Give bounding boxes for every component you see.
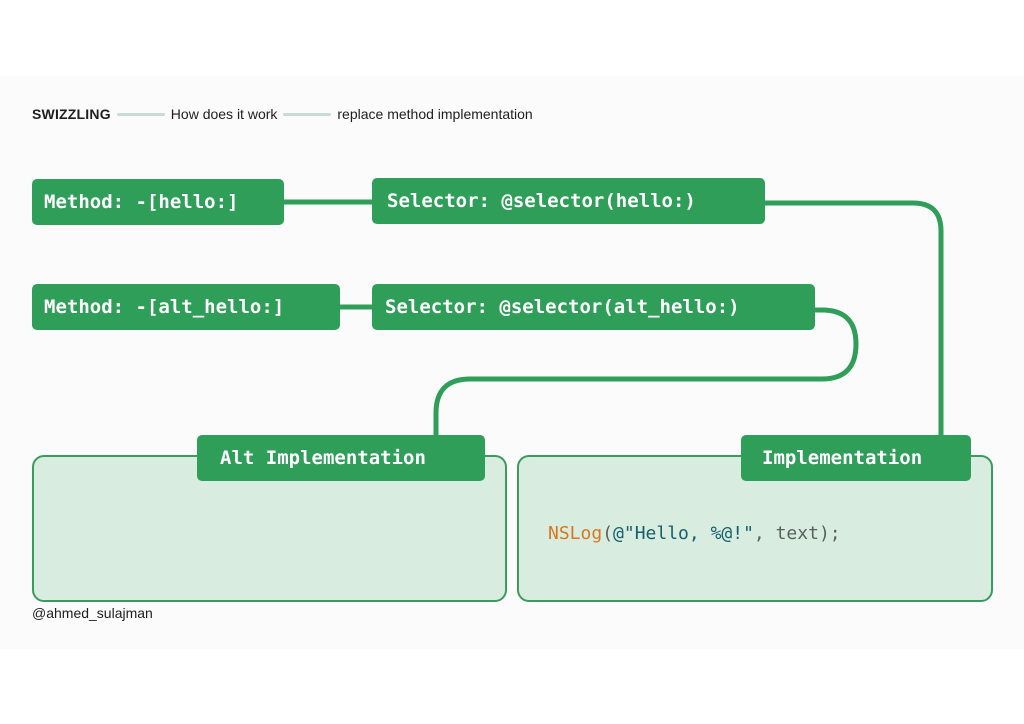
alt-implementation-node[interactable]: Alt Implementation (197, 435, 485, 481)
selector-alt-hello-node[interactable]: Selector: @selector(alt_hello:) (372, 284, 815, 330)
method-hello-node[interactable]: Method: -[hello:] (32, 179, 284, 225)
method-alt-hello-node[interactable]: Method: -[alt_hello:] (32, 284, 340, 330)
breadcrumb-separator (283, 112, 332, 116)
code-arguments: , text); (753, 523, 841, 544)
author-handle: @ahmed_sulajman (32, 605, 153, 621)
code-open-paren: ( (602, 523, 614, 544)
implementation-node[interactable]: Implementation (741, 435, 971, 481)
breadcrumb-separator (116, 112, 165, 116)
selector-hello-node[interactable]: Selector: @selector(hello:) (372, 178, 765, 224)
connector-selector-alt-to-alt-implementation (433, 307, 859, 439)
breadcrumb: SWIZZLING How does it work replace metho… (32, 104, 533, 124)
breadcrumb-item-replace-implementation: replace method implementation (337, 106, 533, 122)
breadcrumb-item-swizzling: SWIZZLING (32, 106, 111, 122)
connector-selector-hello-to-implementation (761, 200, 944, 439)
code-string-literal: @"Hello, %@!" (613, 523, 754, 544)
code-snippet: NSLog(@"Hello, %@!", text); (548, 523, 841, 544)
code-function-name: NSLog (548, 523, 603, 544)
breadcrumb-item-how-it-works: How does it work (170, 106, 278, 122)
